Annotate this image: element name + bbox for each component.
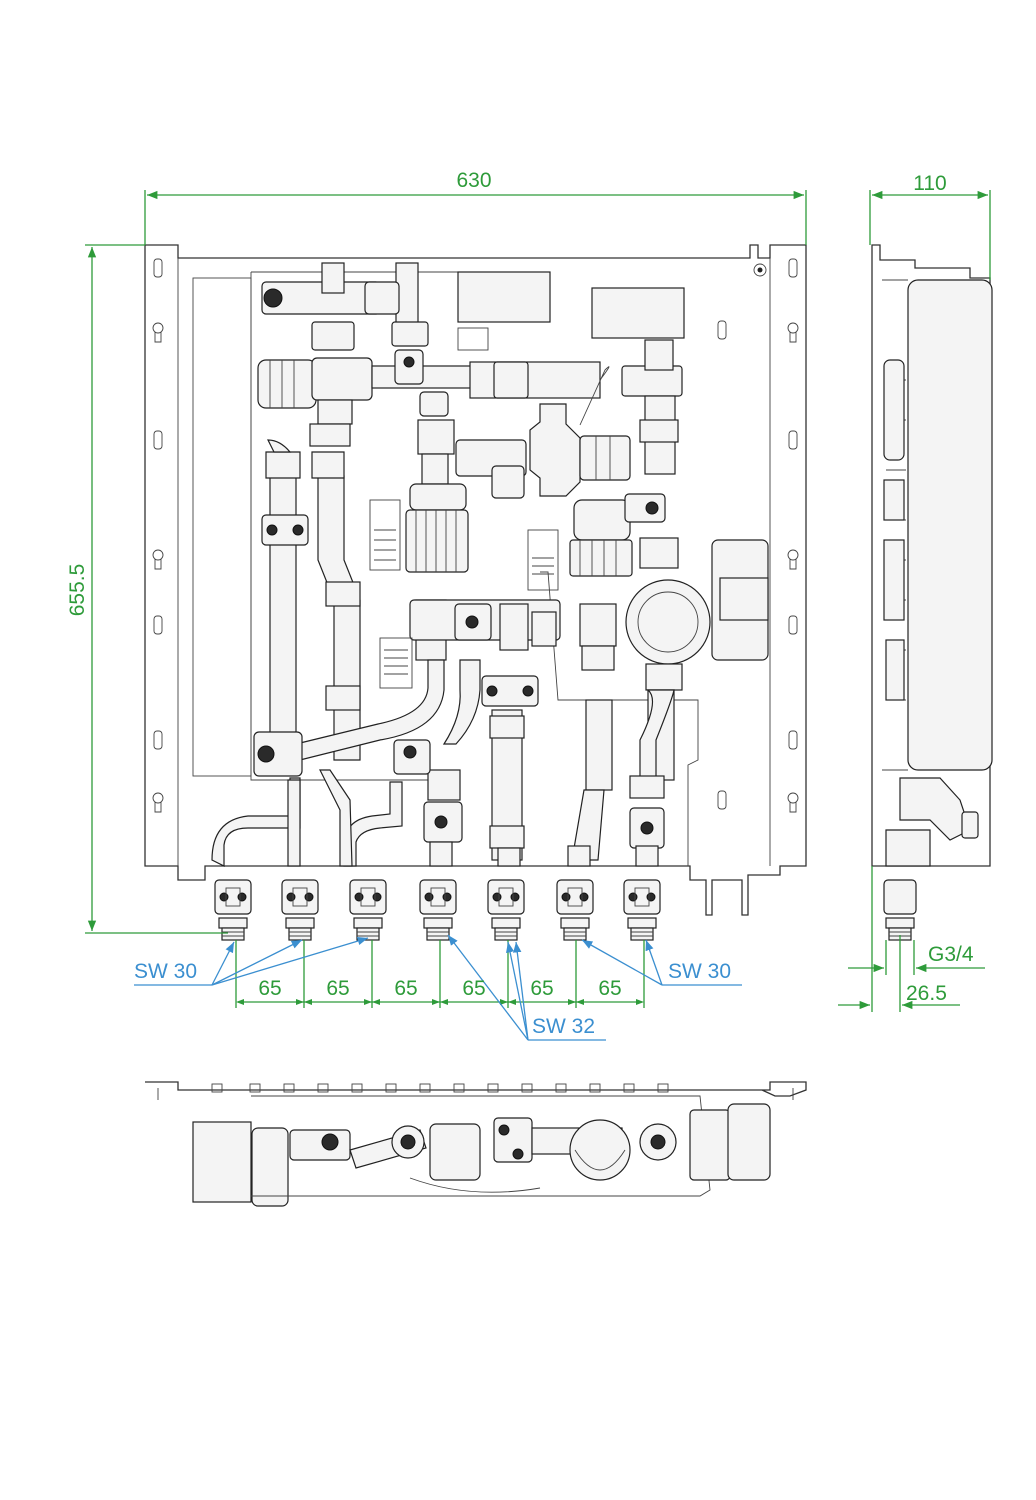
dim-spacing-label: 65 [598, 977, 621, 1000]
dim-depth-label: 110 [913, 172, 946, 195]
dim-spacing-label: 65 [394, 977, 417, 1000]
bottom-view [145, 1081, 807, 1207]
dim-height-label: 655.5 [66, 564, 89, 617]
dimension-lines [85, 190, 991, 1012]
dim-spacing-label: 65 [326, 977, 349, 1000]
dim-offset-label: 26.5 [906, 982, 947, 1005]
dim-spacing-label: 65 [530, 977, 553, 1000]
callout-sw32: SW 32 [532, 1015, 595, 1038]
callout-sw30-left: SW 30 [134, 960, 197, 983]
dim-width-label: 630 [456, 169, 491, 192]
dim-spacing-label: 65 [258, 977, 281, 1000]
front-view [144, 244, 807, 941]
side-view [871, 244, 993, 941]
dim-thread-label: G3/4 [928, 943, 974, 966]
dim-spacing-label: 65 [462, 977, 485, 1000]
callout-lines [134, 934, 742, 1041]
callout-sw30-right: SW 30 [668, 960, 731, 983]
